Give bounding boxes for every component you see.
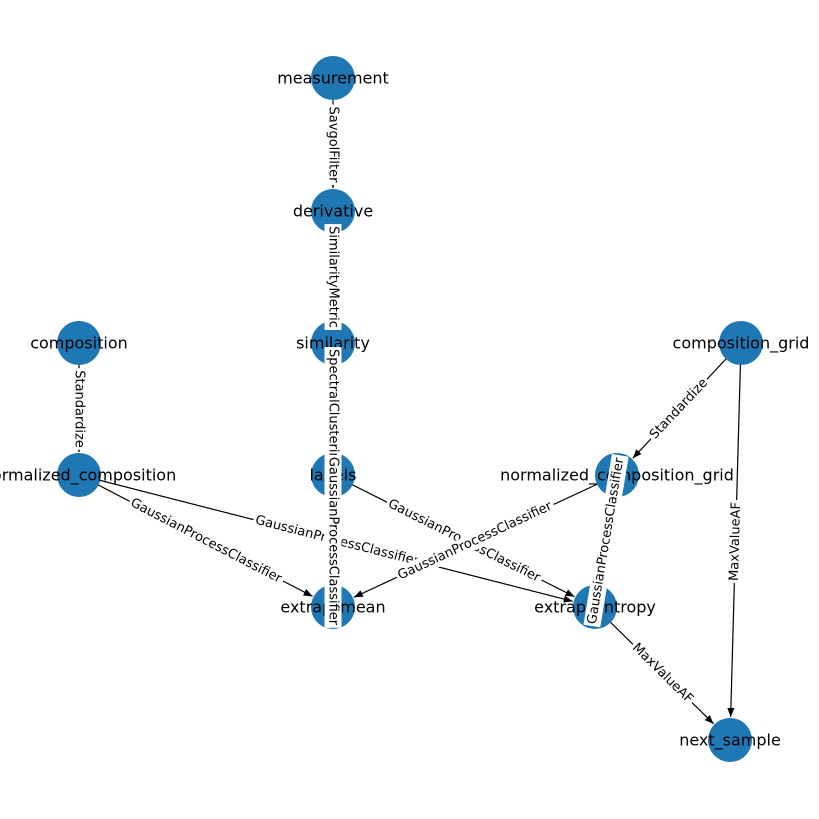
node-derivative — [311, 189, 355, 233]
edge-label-background — [324, 347, 342, 471]
edge-label-text: SavgolFilter — [326, 107, 341, 184]
edge-label-text: GaussianProcessClassifier — [128, 496, 285, 587]
edge-label-text: MaxValueAF — [727, 502, 744, 581]
edge-label-background — [583, 453, 629, 628]
node-label-similarity: similarity — [296, 334, 370, 353]
node-normalized_composition — [57, 453, 101, 497]
edge-label-background — [324, 104, 342, 186]
edge-label-text: Standardize — [72, 370, 87, 448]
edge-label-background — [393, 496, 558, 586]
edge-label-background — [644, 373, 714, 445]
edge-label-measurement-to-derivative: SavgolFilter — [324, 104, 342, 186]
edge-labels-layer: SavgolFilterSimilarityMetricSpectralClus… — [70, 104, 746, 709]
edge-label-composition_grid-to-normalized_composition_grid: Standardize — [644, 373, 714, 445]
edge-label-text: SpectralClustering — [326, 349, 341, 469]
edge-label-text: MaxValueAF — [629, 640, 696, 706]
edges-layer — [75, 78, 742, 725]
node-label-next_sample: next_sample — [679, 731, 781, 751]
edge-label-background — [725, 499, 746, 584]
node-label-measurement: measurement — [277, 69, 389, 88]
edge-label-labels-to-extrap_mean: GaussianProcessClassifier — [324, 454, 342, 628]
node-composition — [57, 321, 101, 365]
node-composition_grid — [719, 321, 763, 365]
node-label-composition_grid: composition_grid — [673, 334, 810, 354]
edge-label-extrap_entropy-to-next_sample: MaxValueAF — [626, 638, 699, 709]
edge-label-text: Standardize — [647, 376, 711, 443]
edge-label-text: GaussianProcessClassifier — [326, 457, 341, 626]
edge-label-derivative-to-similarity: SimilarityMetric — [324, 224, 342, 330]
edge-label-composition-to-normalized_composition: Standardize — [70, 368, 88, 450]
edge-label-background — [125, 493, 287, 589]
edge-label-similarity-to-labels: SpectralClustering — [324, 347, 342, 471]
edge-label-composition_grid-to-next_sample: MaxValueAF — [725, 499, 746, 584]
node-similarity — [311, 321, 355, 365]
node-measurement — [311, 56, 355, 100]
node-label-normalized_composition: normalized_composition — [0, 466, 176, 486]
edge-label-background — [626, 638, 699, 709]
node-next_sample — [708, 718, 752, 762]
edge-label-background — [324, 454, 342, 628]
edge-label-background — [324, 224, 342, 330]
node-label-derivative: derivative — [293, 202, 373, 221]
node-label-composition: composition — [30, 334, 128, 353]
edge-label-background — [70, 368, 88, 450]
nodes-layer — [57, 56, 763, 762]
edge-label-text: SimilarityMetric — [326, 226, 341, 328]
